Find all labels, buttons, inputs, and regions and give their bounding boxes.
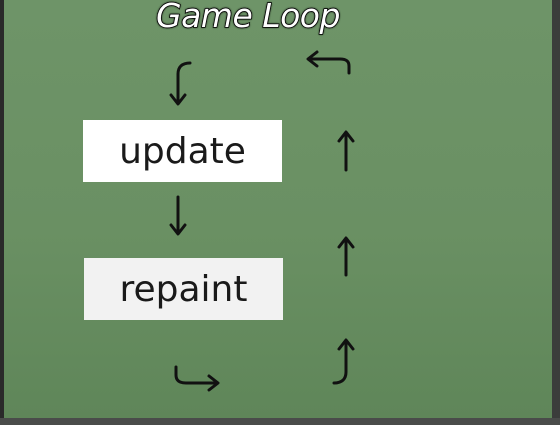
- down-arrow-icon: [169, 195, 187, 236]
- window-bottom-edge: [0, 418, 560, 425]
- curved-right-arrow-icon: [174, 365, 220, 392]
- repaint-label: repaint: [119, 268, 248, 310]
- update-label: update: [119, 130, 246, 172]
- curved-left-arrow-icon: [306, 50, 351, 75]
- slide-background: [4, 0, 552, 418]
- curved-up-arrow-icon: [332, 338, 355, 385]
- curved-down-arrow-icon: [169, 61, 192, 106]
- diagram-title: Game Loop: [155, 0, 341, 36]
- repaint-box: repaint: [84, 258, 283, 320]
- up-arrow-icon: [337, 130, 355, 172]
- window-edge: [552, 0, 560, 425]
- up-arrow-icon: [337, 236, 355, 277]
- update-box: update: [83, 120, 282, 182]
